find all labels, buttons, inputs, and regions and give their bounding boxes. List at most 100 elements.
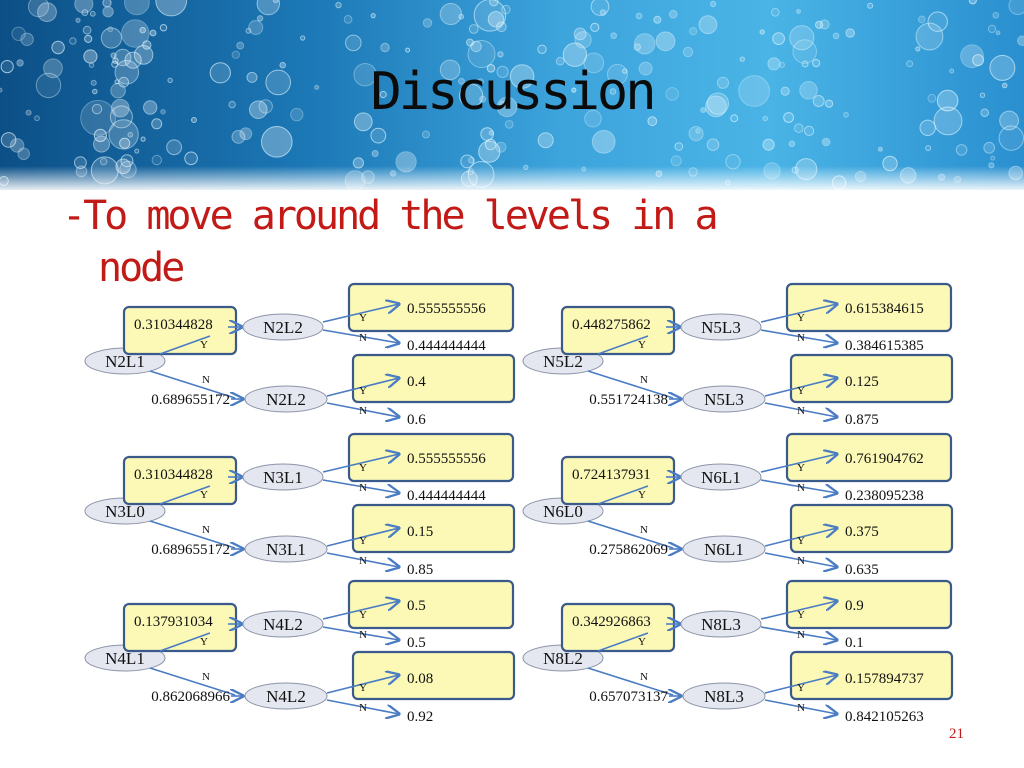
- bubble: [9, 138, 25, 153]
- top-no-value: 0.5: [407, 635, 426, 651]
- edge-label-yes: Y: [797, 385, 805, 397]
- arrow-top-yes: [322, 454, 399, 473]
- bubble: [51, 40, 65, 55]
- bubble: [1017, 35, 1024, 46]
- bubble: [279, 61, 287, 69]
- bubble: [573, 27, 587, 41]
- bubble: [111, 60, 119, 68]
- bubble: [607, 63, 628, 85]
- bubble: [290, 107, 304, 122]
- top-yes-value: 0.615384615: [845, 301, 924, 317]
- bubble: [478, 140, 501, 163]
- arrow-top-no: [760, 479, 837, 493]
- bottom-yes-value: 0.15: [407, 524, 433, 540]
- arrow-top-yes: [322, 601, 399, 620]
- bubble: [370, 13, 376, 19]
- bubble: [80, 99, 116, 136]
- bottom-node: [244, 385, 328, 413]
- bottom-yes-value: 0.375: [845, 524, 879, 540]
- bubble: [102, 0, 112, 8]
- bubble: [999, 110, 1019, 131]
- bubble: [167, 77, 173, 84]
- bubble: [487, 10, 505, 28]
- bubble: [504, 120, 514, 129]
- bubble: [272, 0, 279, 4]
- bubble: [496, 96, 518, 118]
- bubble: [484, 138, 497, 151]
- bubble: [772, 32, 785, 45]
- bubble: [380, 42, 390, 53]
- edge-label-yes: Y: [797, 462, 805, 474]
- bubble: [584, 109, 602, 128]
- bubble: [90, 79, 97, 86]
- top-no-value: 0.1: [845, 635, 864, 651]
- edge-label-yes: Y: [638, 636, 646, 648]
- bottom-node: [682, 682, 766, 710]
- arrow-bottom-no: [764, 402, 837, 417]
- edge-label-no: N: [359, 629, 367, 641]
- bubble: [877, 146, 883, 152]
- edge-label-yes: Y: [797, 535, 805, 547]
- arrow-bottom-yes: [326, 378, 399, 397]
- bubble: [74, 0, 94, 14]
- top-node-label: N4L2: [263, 615, 303, 634]
- bubble: [479, 95, 487, 103]
- edge-label-yes: Y: [359, 462, 367, 474]
- bubble: [114, 79, 120, 85]
- bubble: [927, 11, 948, 32]
- bullet-line-1: -To move around the levels in a: [62, 193, 719, 239]
- arrow-top-yes: [322, 304, 399, 323]
- yes-probability-value: 0.342926863: [572, 614, 651, 630]
- bubble: [983, 141, 996, 154]
- bubble: [149, 29, 157, 37]
- arrow-top-no: [322, 626, 399, 640]
- top-outcome-box: [785, 579, 953, 630]
- bubble: [995, 30, 1001, 36]
- bubble: [0, 60, 14, 74]
- edge-label-no: N: [640, 671, 648, 683]
- bubble: [11, 26, 26, 41]
- edge-label-yes: Y: [359, 682, 367, 694]
- bubble: [695, 128, 701, 134]
- edge-root-yes: [597, 335, 649, 355]
- bubble: [228, 100, 236, 109]
- bottom-no-value: 0.875: [845, 412, 879, 428]
- bubble: [486, 64, 496, 73]
- bubble: [778, 61, 786, 69]
- bubble: [37, 2, 57, 22]
- bubble: [345, 34, 362, 52]
- bubble: [473, 0, 507, 32]
- bubble: [590, 0, 610, 16]
- bubble: [124, 0, 150, 16]
- bubble: [987, 24, 997, 34]
- bubble: [248, 20, 264, 35]
- bubble: [91, 103, 103, 115]
- bubble: [972, 54, 985, 67]
- bubble: [792, 39, 818, 64]
- bubble: [468, 156, 475, 164]
- bubble: [468, 24, 479, 34]
- edge-label-yes: Y: [200, 339, 208, 351]
- bubble: [458, 13, 465, 20]
- bottom-yes-value: 0.125: [845, 374, 879, 390]
- arrow-bottom-no: [326, 402, 399, 417]
- bubble: [633, 43, 641, 51]
- bubble: [497, 51, 504, 58]
- bubble: [655, 31, 676, 52]
- bubble: [622, 68, 628, 74]
- bubble: [906, 60, 914, 68]
- bubble: [780, 86, 790, 96]
- bubble: [142, 40, 152, 50]
- edge-root-yes: [597, 485, 649, 505]
- yes-probability-value: 0.310344828: [134, 317, 213, 333]
- edge-root-no: [587, 370, 674, 399]
- bubble: [155, 0, 188, 17]
- arrow-bottom-no: [326, 552, 399, 567]
- slide-title: Discussion: [370, 62, 656, 122]
- bubble: [467, 40, 496, 68]
- arrow-bottom-yes: [764, 675, 837, 694]
- bubble: [845, 28, 856, 38]
- edge-label-yes: Y: [638, 489, 646, 501]
